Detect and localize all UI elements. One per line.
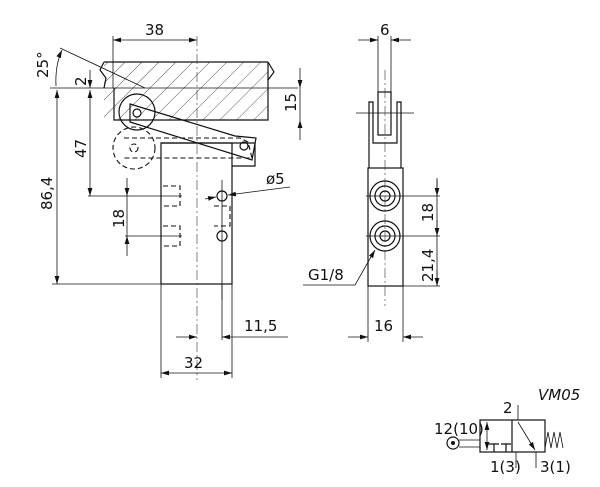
valve-body-side [367, 167, 404, 287]
pneumatic-symbol: VM05 2 12(10) 1(3) 3(1) [434, 386, 580, 476]
dim-15: 15 [282, 93, 300, 112]
valve-body-front [160, 142, 233, 285]
dim-16: 16 [374, 317, 393, 335]
side-view: 6 18 21,4 G1/8 16 [303, 21, 440, 342]
dim-2: 2 [72, 76, 90, 86]
model-label: VM05 [538, 386, 580, 404]
dim-86-4: 86,4 [38, 177, 56, 210]
dim-25-degree: 25° [34, 51, 52, 78]
dim-diameter-5: ø5 [266, 170, 285, 188]
port-2-label: 2 [503, 399, 513, 417]
mounting-hole [216, 230, 228, 242]
dim-6: 6 [380, 21, 390, 39]
dim-21-4: 21,4 [419, 249, 437, 282]
dim-47: 47 [72, 139, 90, 158]
port-1-label: 1(3) [490, 458, 521, 476]
thread-g1-8: G1/8 [308, 266, 344, 284]
dim-11-5: 11,5 [244, 317, 277, 335]
dim-18-side: 18 [419, 203, 437, 222]
roller-icon [446, 436, 460, 450]
port-12-label: 12(10) [434, 420, 484, 438]
actuating-cam-section [104, 62, 268, 120]
front-view: 38 25° 2 86,4 47 18 15 ø5 11,5 32 [34, 21, 303, 380]
dim-38: 38 [145, 21, 164, 39]
lever-actuated-position [112, 126, 253, 170]
roller-lever [118, 93, 257, 161]
port-3-label: 3(1) [540, 458, 571, 476]
dim-32: 32 [184, 354, 203, 372]
mounting-hole [216, 190, 228, 202]
dim-18-front: 18 [110, 209, 128, 228]
